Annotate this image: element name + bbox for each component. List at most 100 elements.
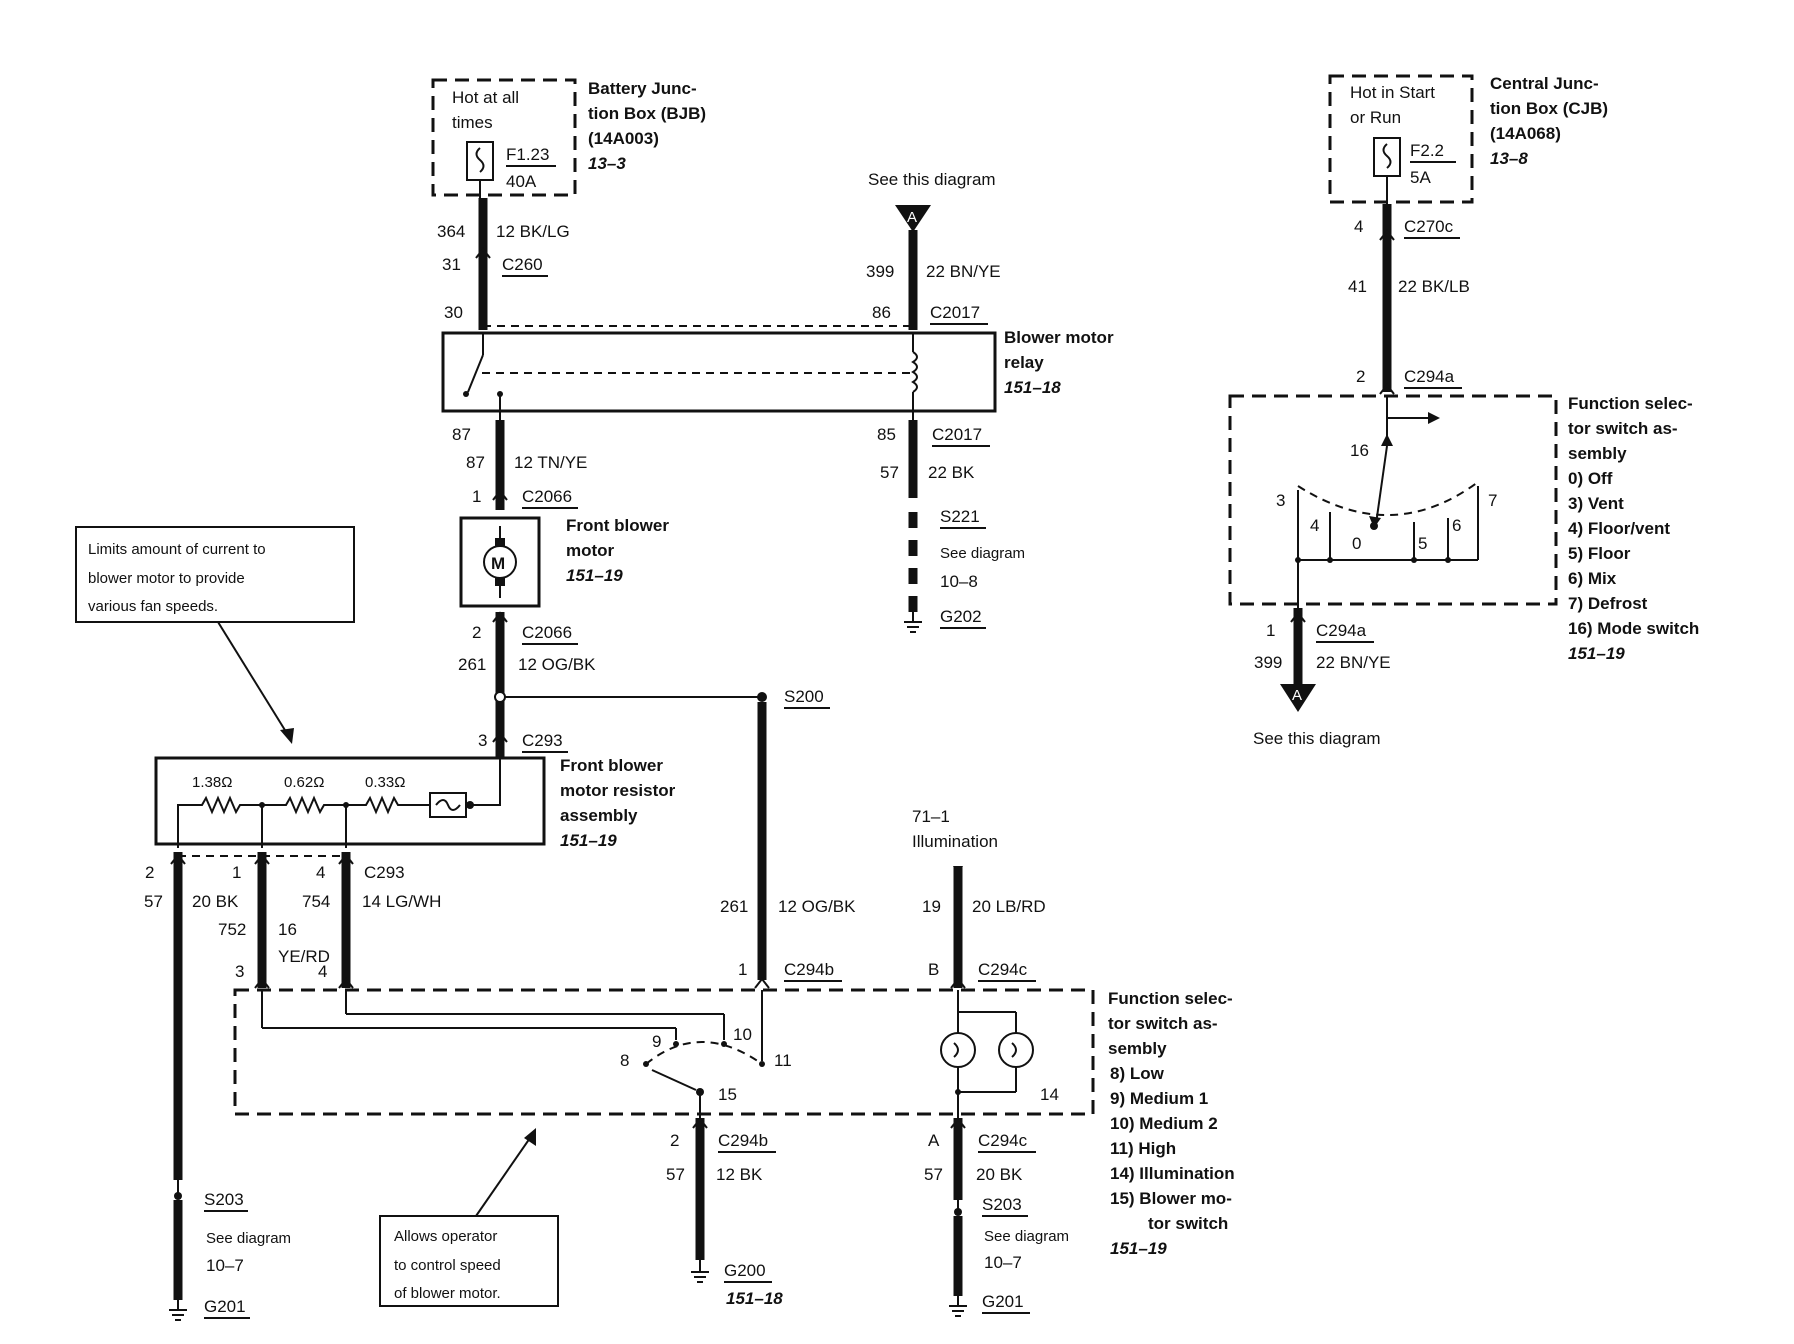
sw-top-c294c: C294c (978, 960, 1028, 979)
w399-top-circuit: 399 (866, 262, 894, 281)
s221-splice: S221 (940, 507, 980, 526)
callout-arrow-icon (280, 728, 294, 744)
sw-top-c19: 19 (922, 897, 941, 916)
sw-top-pin-1: 1 (738, 960, 747, 979)
see-this-diagram-top: See this diagram (868, 170, 996, 189)
callout-limits-1: Limits amount of current to (88, 541, 266, 558)
blower-motor-relay: Blower motor relay 151–18 (441, 328, 1114, 420)
g200-ground: G200 (724, 1261, 766, 1280)
function-selector-switch-top: 16 3 4 0 5 6 7 (1228, 394, 1558, 612)
fs-bottom-item-15b: tor switch (1148, 1214, 1228, 1233)
w57-22bk-circuit: 57 (880, 463, 899, 482)
g200-conn: C294b (718, 1131, 768, 1150)
resistor-3-icon (346, 795, 430, 815)
fs-top-item-6: 6) Mix (1568, 569, 1617, 588)
mode-arrow-icon (1428, 412, 1440, 424)
switch-arc-icon (645, 1041, 763, 1065)
relay-coil-icon (911, 351, 918, 393)
res-out-pin-1: 1 (232, 863, 241, 882)
cjb-name-3: (14A068) (1490, 124, 1561, 143)
g200-spec: 12 BK (716, 1165, 763, 1184)
w57-22bk-spec: 22 BK (928, 463, 975, 482)
w3-c293-pin: 3 (478, 731, 487, 750)
fs-top-item-3: 3) Vent (1568, 494, 1624, 513)
motor-name-1: Front blower (566, 516, 669, 535)
fs-top-node-7: 7 (1488, 491, 1497, 510)
front-blower-motor: M Front blower motor 151–19 (459, 516, 669, 608)
fs-top-name-2: tor switch as- (1568, 419, 1678, 438)
w41-circuit: 41 (1348, 277, 1367, 296)
s221-ref: 10–8 (940, 572, 978, 591)
w85-conn: C2017 (932, 425, 982, 444)
fs-top-ref: 151–19 (1568, 644, 1625, 663)
res-out-pin-2: 2 (145, 863, 154, 882)
res-out-c57-spec: 20 BK (192, 892, 239, 911)
w1-c294a-pin: 1 (1266, 621, 1275, 640)
callout-allows-operator: Allows operator to control speed of blow… (379, 1128, 559, 1307)
fs-bottom-name-1: Function selec- (1108, 989, 1233, 1008)
w261-spec: 12 OG/BK (518, 655, 596, 674)
bjb-fuse: F1.23 (506, 145, 549, 164)
fs-bottom-item-11: 11) High (1110, 1139, 1176, 1158)
relay-ref: 151–18 (1004, 378, 1061, 397)
bjb-name-1: Battery Junc- (588, 79, 697, 98)
fs-top-node-16: 16 (1350, 441, 1369, 460)
front-blower-motor-resistor: 1.38Ω 0.62Ω 0.33Ω Front blower motor res… (154, 756, 676, 850)
connector-a-top-label: A (907, 209, 917, 226)
resistor-2-icon (262, 795, 346, 815)
connector-a-bottom-icon (1280, 684, 1316, 712)
illum-label: Illumination (912, 832, 998, 851)
sw-top-pin-4: 4 (318, 962, 327, 981)
cjb-name-2: tion Box (CJB) (1490, 99, 1608, 118)
w2-c2066-pin: 2 (472, 623, 481, 642)
resistor-ref: 151–19 (560, 831, 617, 850)
cjb-hot-label-1: Hot in Start (1350, 83, 1435, 102)
w399-right-spec: 22 BN/YE (1316, 653, 1391, 672)
w2-c294a-pin: 2 (1356, 367, 1365, 386)
sw-node-14: 14 (1040, 1085, 1059, 1104)
cjb-name-1: Central Junc- (1490, 74, 1599, 93)
motor-name-2: motor (566, 541, 615, 560)
res-out-c57: 57 (144, 892, 163, 911)
g200-pin: 2 (670, 1131, 679, 1150)
w399-top-spec: 22 BN/YE (926, 262, 1001, 281)
fs-top-item-4: 4) Floor/vent (1568, 519, 1670, 538)
fs-top-item-7: 7) Defrost (1568, 594, 1648, 613)
w87b-spec: 12 TN/YE (514, 453, 587, 472)
connector-a-bottom-label: A (1292, 687, 1302, 704)
sw-top-c19-spec: 20 LB/RD (972, 897, 1046, 916)
res-out-c752-spec-1: 16 (278, 920, 297, 939)
resistor-value-2: 0.62Ω (284, 774, 324, 791)
g202-ground: G202 (940, 607, 982, 626)
cjb-fuse-amps: 5A (1410, 168, 1431, 187)
fs-top-node-5: 5 (1418, 534, 1427, 553)
see-this-diagram-bottom: See this diagram (1253, 729, 1381, 748)
resistor-value-3: 0.33Ω (365, 774, 405, 791)
w1-c2066-conn: C2066 (522, 487, 572, 506)
cjb-fuse: F2.2 (1410, 141, 1444, 160)
w1-c294a-conn: C294a (1316, 621, 1367, 640)
mode-arc-icon (1297, 481, 1479, 516)
w364-spec: 12 BK/LG (496, 222, 570, 241)
function-selector-switch-bottom: 9 10 8 11 15 14 (233, 988, 1095, 1118)
w261-circuit: 261 (458, 655, 486, 674)
fs-bottom-ref: 151–19 (1110, 1239, 1167, 1258)
resistor-value-1: 1.38Ω (192, 774, 232, 791)
fs-top-name-1: Function selec- (1568, 394, 1693, 413)
fs-top-item-0: 0) Off (1568, 469, 1613, 488)
battery-junction-box: Hot at all times F1.23 40A Battery Junc-… (431, 78, 706, 200)
callout-allows-3: of blower motor. (394, 1285, 501, 1302)
g201-right-see: See diagram (984, 1228, 1069, 1245)
fs-top-item-16: 16) Mode switch (1568, 619, 1699, 638)
motor-ref: 151–19 (566, 566, 623, 585)
w364-circuit: 364 (437, 222, 465, 241)
g200-ref: 151–18 (726, 1289, 783, 1308)
w41-spec: 22 BK/LB (1398, 277, 1470, 296)
g201-right-ground: G201 (982, 1292, 1024, 1311)
res-out-pin-4: 4 (316, 863, 325, 882)
illum-ref: 71–1 (912, 807, 950, 826)
resistor-name-3: assembly (560, 806, 638, 825)
w399-right-circuit: 399 (1254, 653, 1282, 672)
g201-left-ground: G201 (204, 1297, 246, 1316)
